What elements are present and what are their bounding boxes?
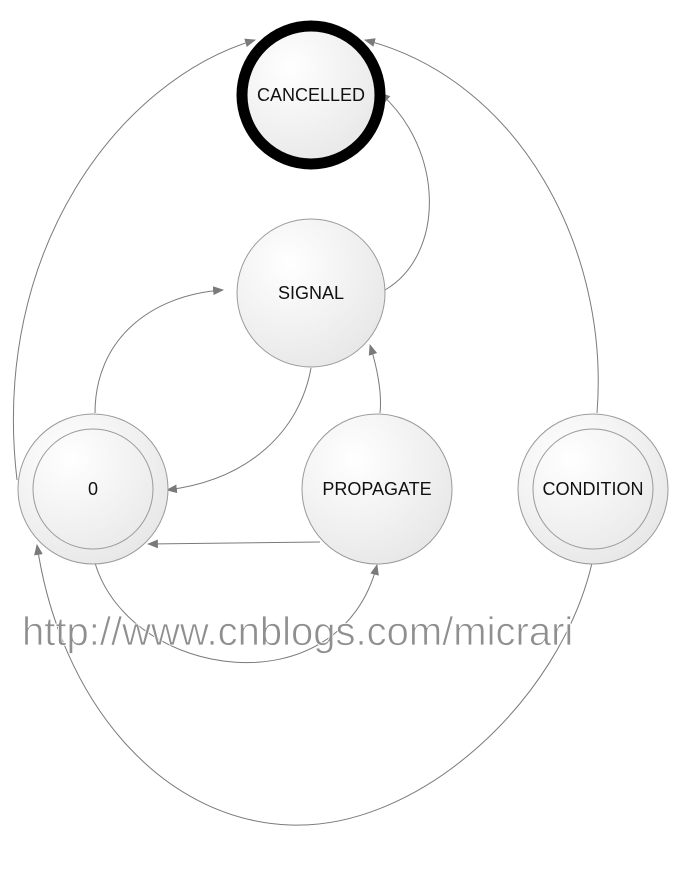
edge-zero-to-cancelled <box>12 38 257 481</box>
node-cancelled-label: CANCELLED <box>257 85 365 105</box>
edge-propagate-to-zero <box>146 539 321 549</box>
node-condition-label: CONDITION <box>543 479 644 499</box>
node-condition: CONDITION <box>517 413 669 565</box>
node-propagate: PROPAGATE <box>301 413 453 565</box>
node-propagate-label: PROPAGATE <box>322 479 431 499</box>
edge-propagate-to-signal <box>368 343 381 414</box>
node-signal-label: SIGNAL <box>278 283 344 303</box>
edge-signal-to-zero <box>165 367 312 494</box>
edge-signal-to-cancelled <box>379 92 430 291</box>
edge-zero-to-signal <box>94 286 225 414</box>
node-cancelled: CANCELLED <box>236 20 386 170</box>
node-signal: SIGNAL <box>236 218 386 368</box>
edge-condition-to-zero <box>34 543 593 826</box>
node-zero-label: 0 <box>88 479 98 499</box>
edges <box>12 38 599 826</box>
edge-condition-to-cancelled <box>363 38 599 414</box>
watermark-url: http://www.cnblogs.com/micrari <box>22 610 573 654</box>
node-zero: 0 <box>17 413 169 565</box>
edge-zero-to-propagate <box>94 562 379 664</box>
